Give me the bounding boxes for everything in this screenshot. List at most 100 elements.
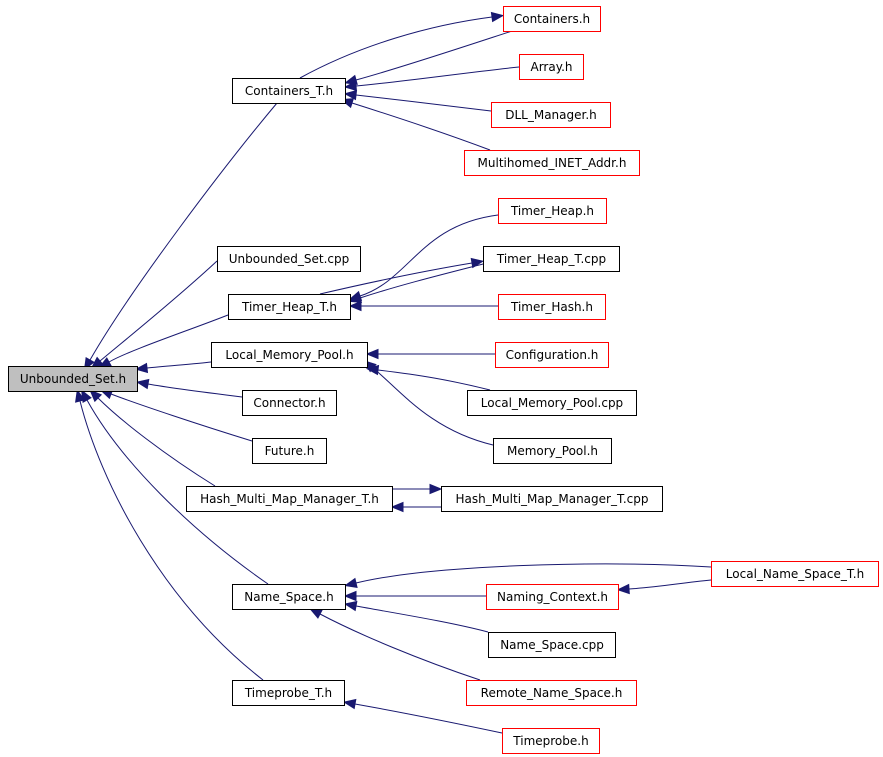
edge-arrowhead — [343, 89, 358, 101]
edge-future_h-to-unbounded_set_h — [99, 389, 253, 442]
node-box — [483, 246, 620, 272]
edge-multihomed_inet_addr_h-to-containers_t_h — [340, 98, 491, 151]
edge-remote_name_space_h-to-name_space_h — [309, 608, 481, 681]
node-label: Unbounded_Set.h — [20, 372, 126, 386]
node-array_h[interactable]: Array.h — [519, 54, 584, 80]
node-unbounded_set_cpp[interactable]: Unbounded_Set.cpp — [217, 246, 361, 272]
node-local_memory_pool_cpp[interactable]: Local_Memory_Pool.cpp — [467, 390, 637, 416]
node-future_h[interactable]: Future.h — [252, 438, 327, 464]
node-configuration_h[interactable]: Configuration.h — [495, 342, 609, 368]
edge-arrowhead — [343, 80, 357, 92]
node-timer_heap_t_cpp[interactable]: Timer_Heap_T.cpp — [483, 246, 620, 272]
node-box — [211, 342, 368, 368]
node-box — [252, 438, 327, 464]
node-local_name_space_t_h[interactable]: Local_Name_Space_T.h — [711, 561, 879, 587]
node-label: Array.h — [530, 60, 572, 74]
node-local_memory_pool_h[interactable]: Local_Memory_Pool.h — [211, 342, 368, 368]
edge-line — [628, 579, 712, 590]
node-name_space_cpp[interactable]: Name_Space.cpp — [488, 632, 616, 658]
edge-array_h-to-containers_t_h — [343, 66, 520, 92]
node-hash_multi_map_manager_t_cpp[interactable]: Hash_Multi_Map_Manager_T.cpp — [441, 486, 663, 512]
edge-timer_heap_t_cpp-to-timer_heap_t_h — [348, 263, 484, 303]
node-box — [441, 486, 663, 512]
edge-arrowhead — [134, 362, 149, 374]
node-box — [467, 390, 637, 416]
edge-containers_h-to-containers_t_h — [344, 30, 513, 85]
node-timeprobe_t_h[interactable]: Timeprobe_T.h — [232, 680, 345, 706]
node-box — [502, 728, 600, 754]
edge-hash_multi_map_manager_t_h-to-unbounded_set_h — [89, 389, 216, 487]
edge-containers_t_h-to-containers_h — [299, 11, 505, 79]
edge-arrowhead — [309, 608, 323, 619]
node-box — [493, 438, 612, 464]
node-label: Hash_Multi_Map_Manager_T.cpp — [455, 492, 648, 506]
edge-timer_heap_t_h-to-timer_heap_t_cpp — [319, 257, 485, 295]
node-label: DLL_Manager.h — [505, 108, 597, 122]
node-connector_h[interactable]: Connector.h — [242, 390, 337, 416]
node-label: Naming_Context.h — [497, 590, 608, 604]
node-box — [491, 102, 611, 128]
node-timer_hash_h[interactable]: Timer_Hash.h — [498, 294, 606, 320]
edge-line — [355, 605, 489, 633]
edge-arrowhead — [89, 389, 103, 403]
node-naming_context_h[interactable]: Naming_Context.h — [486, 584, 619, 610]
node-timer_heap_h[interactable]: Timer_Heap.h — [498, 198, 607, 224]
node-label: Timer_Heap.h — [510, 204, 594, 218]
edge-line — [299, 16, 493, 79]
edge-line — [354, 703, 503, 734]
edge-arrowhead — [343, 590, 357, 602]
node-box — [495, 342, 609, 368]
edge-line — [110, 393, 253, 442]
node-timeprobe_h[interactable]: Timeprobe.h — [502, 728, 600, 754]
node-label: Configuration.h — [506, 348, 599, 362]
node-box — [498, 198, 607, 224]
node-containers_t_h[interactable]: Containers_T.h — [232, 78, 346, 104]
edge-arrowhead — [344, 577, 358, 588]
node-containers_h[interactable]: Containers.h — [503, 6, 601, 32]
edge-line — [319, 613, 481, 681]
node-label: Timeprobe.h — [512, 734, 588, 748]
edge-line — [89, 102, 278, 361]
edge-line — [108, 314, 229, 363]
node-label: Local_Memory_Pool.cpp — [481, 396, 623, 410]
node-box — [503, 6, 601, 32]
node-box — [232, 584, 346, 610]
edge-line — [355, 66, 520, 87]
edge-line — [147, 383, 243, 398]
edge-line — [99, 260, 218, 362]
node-multihomed_inet_addr_h[interactable]: Multihomed_INET_Addr.h — [464, 150, 640, 176]
edge-arrowhead — [75, 389, 86, 403]
node-box — [242, 390, 337, 416]
edge-line — [355, 94, 492, 112]
node-box — [464, 150, 640, 176]
node-hash_multi_map_manager_t_h[interactable]: Hash_Multi_Map_Manager_T.h — [186, 486, 393, 512]
edge-line — [97, 397, 216, 487]
node-box — [232, 78, 346, 104]
edge-line — [355, 563, 712, 584]
node-box — [228, 294, 351, 320]
node-memory_pool_h[interactable]: Memory_Pool.h — [493, 438, 612, 464]
node-label: Timer_Heap_T.h — [241, 300, 337, 314]
node-label: Remote_Name_Space.h — [481, 686, 623, 700]
edge-arrowhead — [490, 11, 505, 23]
node-name_space_h[interactable]: Name_Space.h — [232, 584, 346, 610]
edge-unbounded_set_cpp-to-unbounded_set_h — [90, 260, 218, 369]
node-label: Unbounded_Set.cpp — [229, 252, 350, 266]
edge-containers_t_h-to-unbounded_set_h — [83, 102, 278, 371]
node-box — [186, 486, 393, 512]
edge-line — [351, 102, 491, 151]
edge-line — [359, 214, 499, 297]
nodes-layer: Unbounded_Set.h Containers_T.h Containers.… — [8, 6, 879, 754]
node-timer_heap_t_h[interactable]: Timer_Heap_T.h — [228, 294, 351, 320]
edge-arrowhead — [348, 292, 363, 303]
edge-arrowhead — [343, 600, 358, 612]
node-remote_name_space_h[interactable]: Remote_Name_Space.h — [466, 680, 637, 706]
node-label: Name_Space.h — [244, 590, 333, 604]
node-label: Hash_Multi_Map_Manager_T.h — [200, 492, 379, 506]
node-label: Containers_T.h — [245, 84, 333, 98]
node-label: Timer_Hash.h — [510, 300, 593, 314]
node-dll_manager_h[interactable]: DLL_Manager.h — [491, 102, 611, 128]
node-label: Multihomed_INET_Addr.h — [478, 156, 627, 170]
edge-timeprobe_h-to-timeprobe_t_h — [342, 698, 503, 734]
